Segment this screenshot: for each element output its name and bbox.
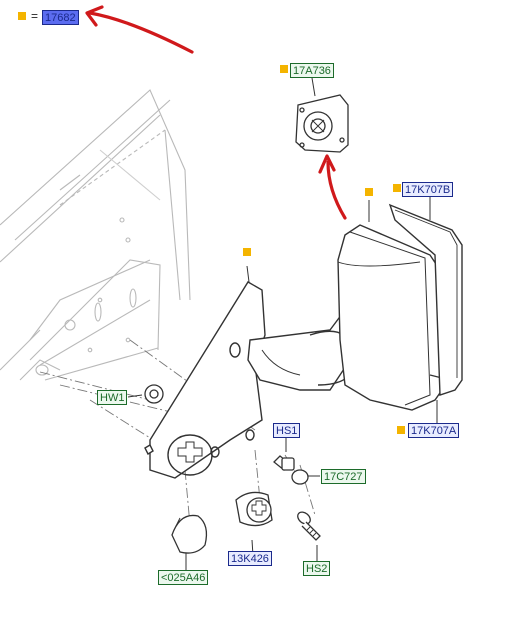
washer-hw1 [144,384,164,404]
callout-hs1[interactable]: HS1 [273,423,301,438]
marker-17k707a [397,426,405,434]
cover-025a46 [171,514,208,554]
mirror-housing [337,224,451,411]
screw-hs2 [297,511,321,541]
callout-17k707a[interactable]: 17K707A [408,423,460,438]
bolt-hs1 [273,455,295,471]
marker-plate [243,248,251,256]
legend-equals: = [31,9,39,23]
motor-arrow [326,160,347,220]
callout-025a46[interactable]: <025A46 [158,570,209,585]
callout-17k707b[interactable]: 17K707B [402,182,454,197]
legend-arrow [88,11,194,54]
callout-hs2[interactable]: HS2 [303,561,331,576]
marker-17k707b-upper [365,188,373,196]
callout-17a736[interactable]: 17A736 [290,63,334,78]
callout-17c727[interactable]: 17C727 [321,469,366,484]
mirror-glass [388,203,463,396]
legend-code[interactable]: 17682 [42,10,79,25]
callout-13k426[interactable]: 13K426 [228,551,272,566]
mounting-plate [144,281,266,479]
red-arrows [85,5,347,220]
marker-17a736 [280,65,288,73]
leader-lines [127,77,438,572]
mirror-motor [295,94,349,153]
door-frame [0,89,191,381]
legend-marker [18,12,26,20]
cap-17c727 [291,469,309,485]
marker-17k707b [393,184,401,192]
callout-hw1[interactable]: HW1 [97,390,128,405]
bushing-13k426 [235,491,273,527]
